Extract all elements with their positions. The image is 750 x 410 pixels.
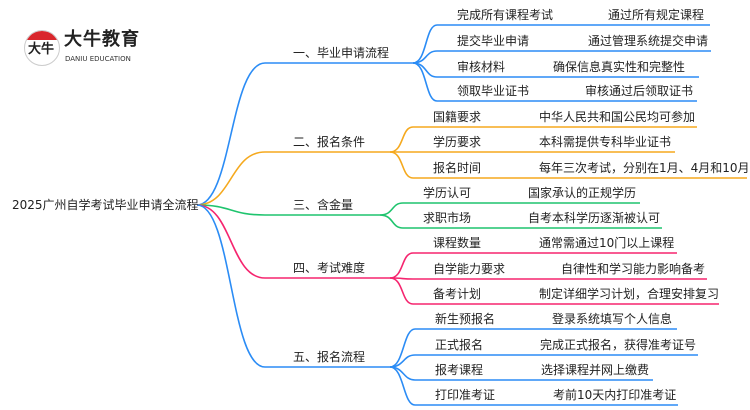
leaf-description: 考前10天内打印准考证 bbox=[553, 388, 677, 402]
leaf-description: 中华人民共和国公民均可参加 bbox=[539, 110, 696, 124]
leaf-connector bbox=[389, 151, 747, 179]
branch-label: 二、报名条件 bbox=[293, 135, 366, 149]
branch-connector bbox=[196, 204, 390, 368]
branch-connector bbox=[196, 151, 390, 206]
logo-subtext: DANIU EDUCATION bbox=[65, 55, 131, 63]
leaf-label: 课程数量 bbox=[433, 236, 482, 250]
leaf-label: 新生预报名 bbox=[435, 312, 496, 326]
logo-emblem: 大牛 bbox=[24, 30, 60, 66]
branch-connector bbox=[196, 204, 390, 279]
branch-label: 一、毕业申请流程 bbox=[293, 46, 390, 60]
leaf-description: 通常需通过10门以上课程 bbox=[539, 236, 675, 250]
branch-label: 四、考试难度 bbox=[293, 261, 366, 275]
leaf-label: 求职市场 bbox=[423, 211, 472, 225]
leaf-connector bbox=[389, 277, 707, 280]
leaf-connector bbox=[389, 126, 697, 153]
leaf-connector bbox=[412, 50, 711, 64]
leaf-label: 领取毕业证书 bbox=[457, 84, 530, 98]
leaf-connector bbox=[389, 252, 677, 279]
leaf-label: 审核材料 bbox=[457, 60, 506, 74]
logo: 大牛 大牛教育 DANIU EDUCATION bbox=[22, 28, 152, 72]
leaf-label: 报名时间 bbox=[433, 161, 482, 175]
leaf-label: 报考课程 bbox=[435, 363, 484, 377]
logo-text: 大牛教育 bbox=[64, 29, 140, 50]
leaf-label: 完成所有课程考试 bbox=[457, 8, 554, 22]
leaf-label: 学历要求 bbox=[433, 135, 482, 149]
branch-connector bbox=[196, 204, 380, 216]
leaf-description: 通过管理系统提交申请 bbox=[588, 34, 709, 48]
leaf-connector bbox=[412, 24, 710, 64]
leaf-label: 提交毕业申请 bbox=[457, 34, 530, 48]
leaf-label: 打印准考证 bbox=[435, 388, 496, 402]
leaf-description: 登录系统填写个人信息 bbox=[552, 312, 673, 326]
leaf-description: 审核通过后领取证书 bbox=[585, 84, 694, 98]
root-node: 2025广州自学考试毕业申请全流程 bbox=[12, 198, 199, 212]
branch-label: 五、报名流程 bbox=[293, 350, 366, 364]
leaf-connector bbox=[412, 62, 697, 102]
leaf-label: 备考计划 bbox=[433, 287, 482, 301]
leaf-connector bbox=[389, 328, 677, 368]
leaf-label: 正式报名 bbox=[435, 338, 484, 352]
leaf-connector bbox=[389, 366, 678, 406]
leaf-connector bbox=[389, 277, 719, 305]
leaf-description: 国家承认的正规学历 bbox=[528, 186, 637, 200]
leaf-description: 每年三次考试，分别在1月、4月和10月 bbox=[539, 161, 750, 175]
leaf-label: 自学能力要求 bbox=[433, 262, 506, 276]
leaf-label: 学历认可 bbox=[423, 186, 472, 200]
leaf-description: 本科需提供专科毕业证书 bbox=[539, 135, 672, 149]
leaf-description: 自律性和学习能力影响备考 bbox=[561, 262, 706, 276]
leaf-connector bbox=[379, 214, 662, 229]
branch-connector bbox=[196, 62, 413, 206]
leaf-description: 选择课程并网上缴费 bbox=[541, 363, 650, 377]
leaf-description: 自考本科学历逐渐被认可 bbox=[528, 211, 661, 225]
branch-label: 三、含金量 bbox=[293, 198, 354, 212]
leaf-description: 制定详细学习计划，合理安排复习 bbox=[539, 287, 720, 301]
leaf-description: 确保信息真实性和完整性 bbox=[553, 60, 686, 74]
leaf-description: 通过所有规定课程 bbox=[608, 8, 705, 22]
leaf-label: 国籍要求 bbox=[433, 110, 482, 124]
leaf-description: 完成正式报名，获得准考证号 bbox=[540, 338, 697, 352]
